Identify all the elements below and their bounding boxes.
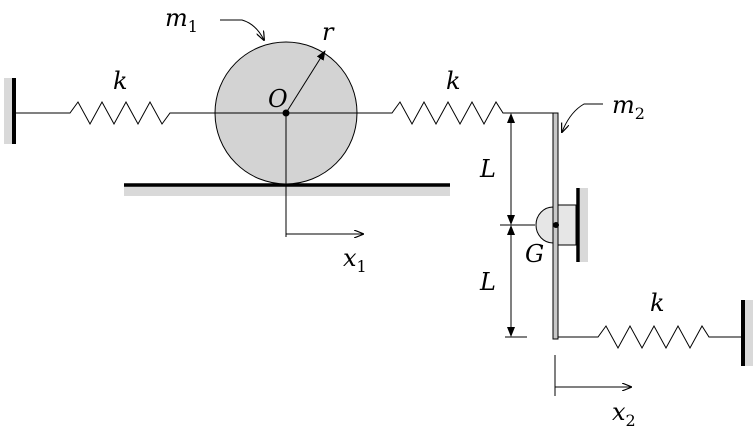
label-r: r xyxy=(322,18,335,46)
radius-arrow xyxy=(285,50,326,114)
spring-left xyxy=(14,100,215,126)
x2-displacement-indicator xyxy=(554,355,631,396)
ground xyxy=(124,183,450,196)
label-x1: x1 xyxy=(343,244,367,276)
label-O: O xyxy=(268,85,288,113)
label-k-right: k xyxy=(650,289,665,317)
m2-pointer-arrow xyxy=(562,103,603,132)
label-L-bottom: L xyxy=(479,268,496,296)
pivot-support xyxy=(535,188,588,262)
spring-right xyxy=(558,324,745,350)
label-k-left: k xyxy=(113,67,128,95)
label-G: G xyxy=(525,240,544,268)
label-k-middle: k xyxy=(446,67,461,95)
label-m2: m2 xyxy=(612,91,645,123)
m1-pointer-arrow xyxy=(220,19,264,40)
label-x2: x2 xyxy=(612,398,636,430)
length-dimensions xyxy=(500,112,535,338)
right-wall xyxy=(741,300,753,366)
label-m1: m1 xyxy=(165,4,198,36)
left-wall xyxy=(4,78,16,144)
spring-middle xyxy=(357,100,553,126)
label-L-top: L xyxy=(479,155,496,183)
x1-displacement-indicator xyxy=(285,113,363,237)
